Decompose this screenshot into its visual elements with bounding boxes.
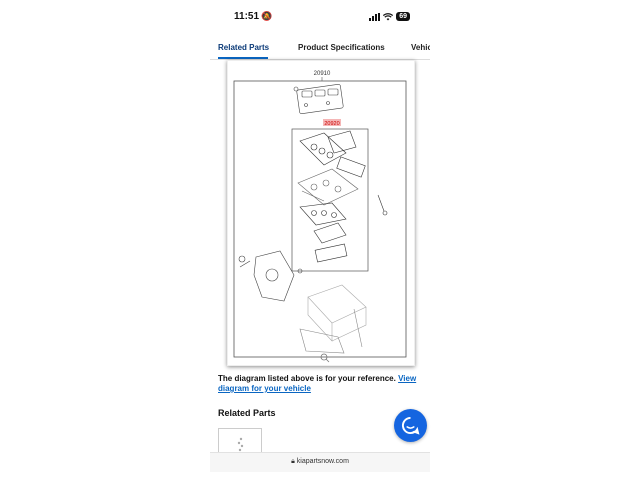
intake-gasket-group (299, 194, 388, 263)
part-thumbnail-image (237, 437, 244, 452)
oil-pan (299, 308, 363, 354)
reference-text: The diagram listed above is for your ref… (218, 374, 396, 383)
url-text-row: 🔒︎ kiapartsnow.com (210, 458, 430, 466)
timing-cover (238, 250, 303, 302)
tab-related-parts[interactable]: Related Parts (218, 43, 270, 52)
bell-slash-icon: 🔕 (261, 11, 273, 21)
highlight-box (323, 119, 341, 126)
chat-button[interactable] (394, 409, 427, 442)
magnifier-icon[interactable] (320, 353, 330, 363)
view-diagram-link[interactable]: View diagram for your vehicle (218, 374, 417, 393)
part-number-label-top: 20910 (314, 71, 331, 77)
status-time: 11:51 (234, 11, 260, 22)
url-text: kiapartsnow.com (296, 458, 349, 465)
parts-diagram[interactable]: 20910 20920 (227, 60, 415, 366)
tab-product-specifications[interactable]: Product Specifications (298, 43, 385, 52)
browser-address-bar[interactable]: 🔒︎ kiapartsnow.com (210, 452, 430, 472)
lock-icon: 🔒︎ (291, 458, 295, 465)
part-number-label-highlight: 20920 (324, 121, 339, 127)
battery-indicator: 69 (396, 12, 410, 21)
status-bar: 11:51 🔕 69 (210, 8, 430, 28)
status-indicators: 69 (369, 12, 410, 21)
head-gasket-group (299, 130, 366, 178)
wifi-icon (383, 12, 394, 20)
tab-vehicle[interactable]: Vehic (411, 43, 430, 52)
tab-bar: Related Parts Product Specifications Veh… (210, 38, 430, 60)
active-tab-indicator (218, 57, 268, 59)
signal-icon (369, 12, 381, 21)
exploded-view-diagram: 20910 20920 (233, 71, 407, 363)
diagram-reference-note: The diagram listed above is for your ref… (218, 374, 424, 394)
cylinder-head (297, 168, 359, 206)
chat-bubble-icon (402, 416, 420, 435)
engine-block (307, 284, 367, 342)
related-parts-heading: Related Parts (218, 408, 276, 418)
upper-gasket-group (293, 84, 344, 114)
phone-screen: 11:51 🔕 69 Related Parts Product Specifi… (210, 0, 430, 480)
